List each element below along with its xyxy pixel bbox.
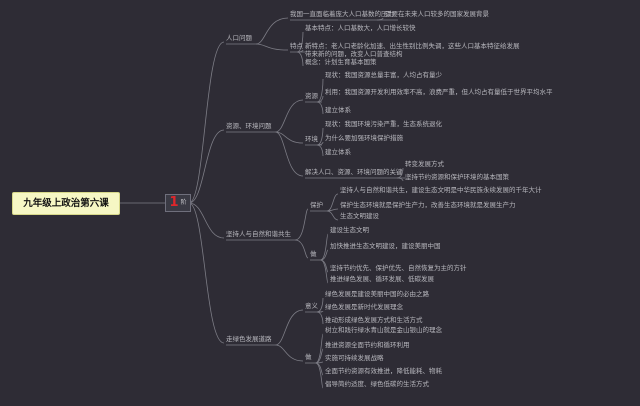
connector <box>294 208 309 241</box>
branch-1-topic-2-item-2[interactable]: 新特点：老人口老龄化加速、出生性别比例失调，这些人口基本特征给发展带来新的问题，… <box>305 42 520 58</box>
branch-2[interactable]: 资源、环境问题 <box>226 122 272 130</box>
connector <box>275 344 304 362</box>
connector <box>188 41 225 204</box>
branch-3-topic-2-item-3[interactable]: 坚持节约优先、保护优先、自然恢复为主的方针 <box>330 264 467 272</box>
branch-2-topic-2[interactable]: 环境 <box>305 135 318 143</box>
branch-2-topic-3-item-1[interactable]: 转变发展方式 <box>405 160 444 168</box>
branch-1[interactable]: 人口问题 <box>226 34 252 42</box>
connector <box>275 99 304 133</box>
lesson-number-suffix: 阶 <box>180 199 187 206</box>
connector <box>316 78 324 103</box>
lesson-number: 1 <box>169 195 179 210</box>
branch-4-topic-2-item-3[interactable]: 实施可持续发展战略 <box>325 354 384 362</box>
connector <box>326 210 339 221</box>
branch-1-topic-1-item-1[interactable]: 需要在未来人口较多的国家发展背景 <box>385 10 489 18</box>
connector <box>188 202 225 239</box>
lesson-number-node[interactable]: 1 阶 <box>165 194 191 212</box>
branch-2-topic-2-item-1[interactable]: 现状：我国环境污染严重，生态系统退化 <box>325 120 442 128</box>
connector <box>320 249 329 261</box>
connector <box>188 129 225 204</box>
branch-3-topic-1-item-2[interactable]: 保护生态环境就是保护生产力，改善生态环境就是发展生产力 <box>340 201 516 209</box>
branch-2-topic-1[interactable]: 资源 <box>305 92 318 100</box>
branch-1-topic-2-item-3[interactable]: 概念：计划生育基本国策 <box>305 58 377 66</box>
branch-1-topic-2[interactable]: 特点 <box>290 42 303 50</box>
branch-3-topic-1-item-3[interactable]: 生态文明建设 <box>340 212 379 220</box>
branch-4[interactable]: 走绿色发展道路 <box>226 335 272 343</box>
branch-4-topic-1-item-3[interactable]: 推动形成绿色发展方式和生活方式 <box>325 316 423 324</box>
branch-3-topic-2[interactable]: 做 <box>310 250 317 258</box>
connector <box>316 144 324 157</box>
branch-4-topic-1-item-2[interactable]: 绿色发展是新时代发展理念 <box>325 303 403 311</box>
connector <box>376 17 384 21</box>
connector <box>275 309 304 346</box>
branch-4-topic-2-item-4[interactable]: 全面节约资源有效推进，降低能耗、物耗 <box>325 367 442 375</box>
branch-3-topic-2-item-2[interactable]: 加快推进生态文明建设，建设美丽中国 <box>330 242 441 250</box>
branch-4-topic-2-item-2[interactable]: 推进资源全面节约和循环利用 <box>325 341 410 349</box>
connector <box>326 193 339 212</box>
branch-2-topic-1-item-3[interactable]: 建立体系 <box>325 106 351 114</box>
branch-2-topic-2-item-2[interactable]: 为什么要加强环境保护措施 <box>325 134 403 142</box>
branch-2-topic-3-item-2[interactable]: 坚持节约资源和保护环境的基本国策 <box>405 173 509 181</box>
connector <box>275 131 304 144</box>
connector <box>255 43 289 51</box>
connector <box>315 362 324 389</box>
branch-4-topic-2-item-1[interactable]: 树立和践行绿水青山就是金山银山的理念 <box>325 326 442 334</box>
connector <box>316 311 324 325</box>
branch-1-topic-1[interactable]: 我国一直面临着庞大人口基数的压力 <box>290 10 394 18</box>
connector <box>316 101 324 115</box>
branch-2-topic-2-item-3[interactable]: 建立体系 <box>325 148 351 156</box>
branch-2-topic-3[interactable]: 解决人口、资源、环境问题的关键 <box>305 168 403 176</box>
branch-3[interactable]: 坚持人与自然和谐共生 <box>226 230 291 238</box>
branch-2-topic-1-item-1[interactable]: 现状：我国资源总量丰富，人均占有量少 <box>325 71 442 79</box>
connector <box>255 17 289 45</box>
connector <box>188 202 225 344</box>
root-node[interactable]: 九年级上政治第六课 <box>12 192 120 215</box>
connector <box>316 127 324 146</box>
branch-2-topic-1-item-2[interactable]: 利用：我国资源开发利用效率不高，浪费严重，但人均占有量低于世界平均水平 <box>325 88 553 96</box>
branch-3-topic-1[interactable]: 保护 <box>310 201 323 209</box>
branch-3-topic-2-item-4[interactable]: 推进绿色发展、循环发展、低碳发展 <box>330 275 434 283</box>
connector <box>275 131 304 177</box>
connector <box>315 333 324 364</box>
connector <box>320 259 329 284</box>
branch-4-topic-2-item-5[interactable]: 倡导简约适度、绿色低碳的生活方式 <box>325 380 429 388</box>
connector <box>294 239 309 259</box>
branch-4-topic-1-item-1[interactable]: 绿色发展是建设美丽中国的必由之路 <box>325 290 429 298</box>
branch-3-topic-1-item-1[interactable]: 坚持人与自然和谐共生，建设生态文明是中华民族永续发展的千年大计 <box>340 186 542 194</box>
connector <box>296 31 304 53</box>
branch-4-topic-1[interactable]: 意义 <box>305 302 318 310</box>
connector <box>396 177 404 182</box>
branch-4-topic-2[interactable]: 做 <box>305 353 312 361</box>
connector <box>320 233 329 261</box>
connector <box>296 51 304 67</box>
branch-1-topic-2-item-1[interactable]: 基本特点：人口基数大，人口增长较快 <box>305 24 416 32</box>
branch-3-topic-2-item-1[interactable]: 建设生态文明 <box>330 226 369 234</box>
